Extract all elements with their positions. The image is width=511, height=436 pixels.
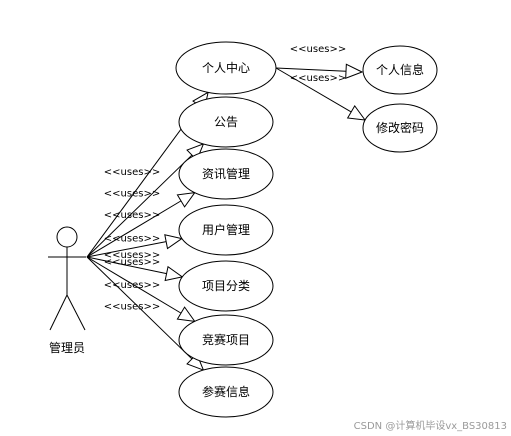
relation-arrowhead xyxy=(176,306,196,322)
actor-figure: 管理员 xyxy=(48,226,86,355)
relation-label-extra: <<uses>> xyxy=(104,167,160,178)
relations: <<uses>><<uses>><<uses>><<uses>><<uses>>… xyxy=(86,44,367,371)
relation-arrowhead xyxy=(164,265,184,282)
use-case-announcement: 公告 xyxy=(178,96,274,148)
actor-name: 管理员 xyxy=(49,340,85,355)
relation-arrowhead xyxy=(345,63,364,79)
relation-line xyxy=(86,104,200,258)
use-case-label: 资讯管理 xyxy=(202,166,250,181)
use-case-ellipse xyxy=(362,103,438,153)
relation-line xyxy=(275,67,347,72)
relation-label-extra: <<uses>> xyxy=(104,250,160,261)
relation-line xyxy=(86,200,182,258)
use-case-ellipse xyxy=(178,96,274,148)
actor-head xyxy=(56,226,78,248)
relation-arrowhead xyxy=(164,234,184,250)
use-case-label: 个人中心 xyxy=(202,60,250,75)
use-case-ellipse xyxy=(178,204,274,256)
use-case-competition-project: 竞赛项目 xyxy=(178,314,274,366)
relation-label: <<uses>> xyxy=(290,44,346,55)
use-case-personal-center: 个人中心 xyxy=(175,41,277,95)
use-case-user-management: 用户管理 xyxy=(178,204,274,256)
use-case-ellipse xyxy=(178,314,274,366)
relation-line xyxy=(275,67,352,113)
use-case-ellipse xyxy=(178,260,274,312)
use-case-label: 修改密码 xyxy=(376,120,424,135)
use-case-ellipse xyxy=(362,45,438,95)
relation-arrowhead xyxy=(346,104,367,121)
use-case-change-password: 修改密码 xyxy=(362,103,438,153)
relation-label: <<uses>> xyxy=(104,210,160,221)
relation-line xyxy=(86,256,193,360)
use-case-news-management: 资讯管理 xyxy=(178,148,274,200)
use-case-label: 参赛信息 xyxy=(202,384,250,399)
use-case-project-category: 项目分类 xyxy=(178,260,274,312)
relation-label: <<uses>> xyxy=(104,234,160,245)
use-case-label: 项目分类 xyxy=(202,279,250,293)
relation-label: <<uses>> xyxy=(104,188,160,199)
use-case-entry-info: 参赛信息 xyxy=(178,366,274,418)
use-case-label: 用户管理 xyxy=(202,222,250,237)
use-case-ellipse xyxy=(175,41,277,95)
relation-arrowhead xyxy=(186,143,205,161)
relation-label: <<uses>> xyxy=(104,280,160,291)
use-case-label: 个人信息 xyxy=(376,62,424,77)
relation-line xyxy=(86,241,167,258)
actor-left-leg xyxy=(49,294,68,331)
use-case-label: 公告 xyxy=(214,115,238,129)
relation-label: <<uses>> xyxy=(290,73,346,84)
use-case-ellipse xyxy=(178,148,274,200)
relation-label: <<uses>> xyxy=(104,302,160,313)
relation-line xyxy=(86,256,167,275)
relation-line xyxy=(86,256,182,314)
relation-label: <<uses>> xyxy=(104,257,160,268)
use-case-label: 竞赛项目 xyxy=(202,332,250,347)
use-case-personal-info: 个人信息 xyxy=(362,45,438,95)
watermark: CSDN @计算机毕设vx_BS30813 xyxy=(354,419,507,432)
use-case-ellipse xyxy=(178,366,274,418)
relation-arrowhead xyxy=(186,353,205,371)
relation-arrowhead xyxy=(176,192,196,208)
relation-line xyxy=(86,154,193,258)
actor-right-leg xyxy=(66,294,86,331)
